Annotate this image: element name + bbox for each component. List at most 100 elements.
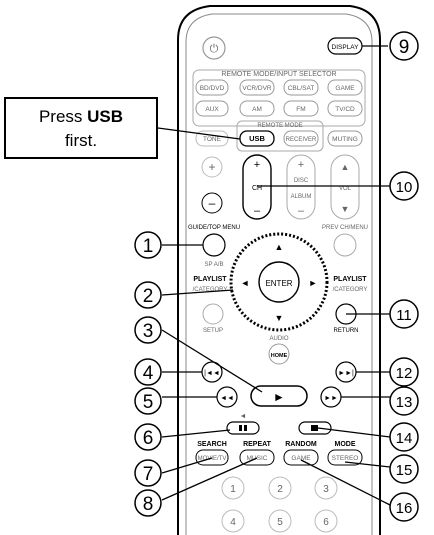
dial-up-icon: ▲ (275, 242, 284, 252)
pause-mark: ◄ (240, 413, 247, 420)
num-2-button[interactable] (268, 476, 292, 500)
enter-button[interactable] (258, 261, 300, 303)
callout-5 (134, 387, 162, 415)
tone-plus-button[interactable] (201, 156, 223, 178)
num-5-label: 5 (277, 517, 283, 528)
callout-2-num: 2 (143, 286, 154, 307)
cbl-sat-button[interactable] (283, 79, 319, 96)
album-label: ALBUM (291, 194, 312, 200)
receiver-button[interactable] (283, 130, 319, 147)
tone-minus-button[interactable] (201, 192, 223, 214)
stereo-label: STEREO (332, 455, 359, 462)
game-label: GAME (335, 85, 355, 92)
callout-15-num: 15 (396, 462, 413, 479)
play-icon: ► (273, 390, 285, 404)
return-label: RETURN (334, 328, 359, 334)
tone-label: TONE (203, 136, 222, 143)
dial-right-icon: ► (309, 278, 318, 288)
display-label: DISPLAY (332, 44, 360, 51)
callout-10-num: 10 (396, 179, 413, 196)
tone-minus-label: – (209, 196, 216, 210)
album-minus-label: – (298, 205, 305, 217)
callout-15 (389, 454, 419, 484)
leader-7 (161, 457, 213, 474)
game2-button[interactable] (283, 449, 319, 466)
muting-button[interactable] (327, 130, 363, 147)
play-button[interactable] (250, 385, 308, 407)
callout-10 (389, 171, 419, 201)
callout-markers: 1 2 3 4 5 6 7 8 9 10 11 12 13 (134, 31, 419, 522)
leader-15 (344, 461, 391, 468)
aux-label: AUX (205, 106, 219, 113)
callout-9-num: 9 (399, 37, 410, 58)
callout-7-num: 7 (143, 464, 154, 485)
stereo-button[interactable] (327, 449, 363, 466)
home-label: HOME (271, 353, 288, 359)
num-3-label: 3 (323, 484, 329, 495)
fm-label: FM (296, 106, 305, 113)
leader-16 (300, 459, 391, 506)
pause-icon-bar1 (239, 425, 242, 431)
setup-button[interactable] (202, 303, 224, 325)
vol-up-icon: ▲ (341, 162, 350, 172)
prev-track-icon: |◄◄ (204, 370, 220, 377)
callout-11 (389, 299, 419, 329)
callout-16-num: 16 (396, 500, 413, 517)
num-3-button[interactable] (314, 476, 338, 500)
callout-12-num: 12 (396, 365, 413, 382)
press-usb-callout: Press USB first. (4, 97, 158, 159)
callout-6 (134, 423, 162, 451)
callout-11-num: 11 (396, 307, 412, 324)
callout-6-num: 6 (143, 428, 154, 449)
vcr-dvr-button[interactable] (239, 79, 275, 96)
callout-14 (389, 422, 419, 452)
callout-key: USB (87, 107, 124, 126)
leader-usb (157, 127, 241, 140)
vol-rocker[interactable] (330, 154, 360, 220)
disc-label: DISC (294, 178, 309, 184)
remote-inner-outline (185, 13, 373, 535)
ch-minus-label: – (254, 205, 261, 217)
vol-down-icon: ▼ (341, 204, 350, 214)
num-6-button[interactable] (314, 509, 338, 533)
movie-tv-button[interactable] (195, 449, 229, 466)
vol-label: VOL (339, 186, 352, 192)
power-button[interactable] (202, 36, 226, 60)
ch-plus-label: + (254, 159, 260, 171)
muting-label: MUTING (332, 136, 358, 143)
home-button[interactable] (268, 343, 290, 365)
enter-label: ENTER (265, 279, 292, 288)
callout-13 (389, 386, 419, 416)
fm-button[interactable] (283, 100, 319, 117)
disc-album-rocker[interactable] (286, 154, 316, 220)
am-button[interactable] (239, 100, 275, 117)
ch-rocker[interactable] (242, 154, 272, 220)
leader-lines (157, 45, 391, 506)
pause-button[interactable] (226, 421, 260, 435)
audio-label: AUDIO (269, 336, 288, 342)
num-1-button[interactable] (221, 476, 245, 500)
bd-dvd-button[interactable] (195, 79, 229, 96)
tv-cd-button[interactable] (327, 100, 363, 117)
num-4-button[interactable] (221, 509, 245, 533)
callout-post: first. (64, 131, 98, 150)
vcr-dvr-label: VCR/DVR (242, 85, 272, 92)
leader-6 (161, 429, 231, 438)
guide-button[interactable] (202, 233, 226, 257)
num-5-button[interactable] (268, 509, 292, 533)
prev-ch-button[interactable] (333, 233, 357, 257)
callout-9 (389, 31, 419, 61)
remote-mode-label: REMOTE MODE (257, 123, 302, 129)
ch-label: CH (252, 185, 262, 192)
setup-label: SETUP (203, 328, 223, 334)
next-track-icon: ►►| (338, 370, 354, 377)
receiver-label: RECEIVER (286, 137, 317, 143)
game-button[interactable] (327, 79, 363, 96)
callout-14-num: 14 (396, 430, 413, 447)
aux-button[interactable] (195, 100, 229, 117)
dial-left-icon: ◄ (241, 278, 250, 288)
movie-tv-label: MOVIE/TV (198, 456, 227, 462)
callout-pre: Press (38, 107, 88, 126)
